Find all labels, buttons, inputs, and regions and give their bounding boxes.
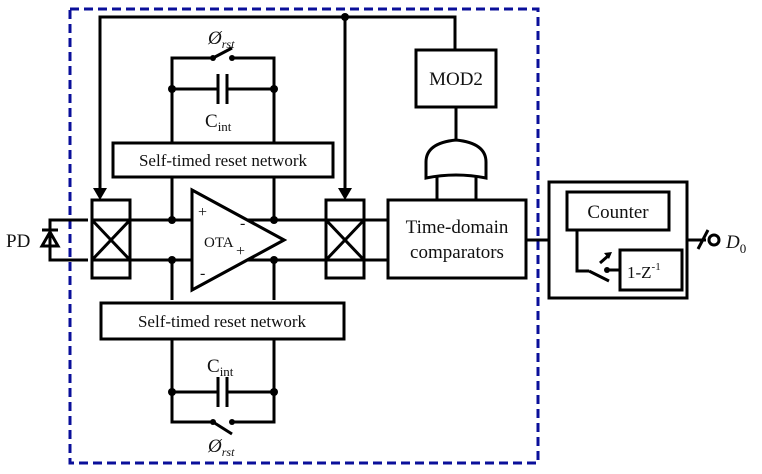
integrator-boundary — [68, 7, 540, 465]
svg-text:comparators: comparators — [410, 242, 504, 263]
differentiator-block — [618, 248, 684, 292]
svg-text:1-Z-1: 1-Z-1 — [627, 261, 661, 282]
feedback-wire — [93, 13, 457, 200]
svg-text:Ørst: Ørst — [207, 28, 235, 51]
sample-switch — [588, 269, 610, 283]
mod2-block — [414, 48, 498, 109]
svg-text:OTA: OTA — [204, 235, 234, 251]
arrow-down-icon — [338, 188, 352, 200]
svg-text:Cint: Cint — [207, 356, 234, 379]
time-domain-comparators — [386, 198, 528, 280]
svg-text:Self-timed reset network: Self-timed reset network — [139, 151, 308, 170]
svg-text:MOD2: MOD2 — [429, 69, 483, 90]
counter-block — [565, 190, 671, 232]
reset-switch-top — [212, 46, 233, 60]
output-chopper — [324, 198, 366, 280]
bottom-feedback: Self-timed reset network Cint Ørst — [99, 256, 346, 459]
ota: + - - + OTA — [190, 187, 345, 293]
svg-text:Ørst: Ørst — [207, 436, 235, 459]
svg-text:Counter: Counter — [587, 202, 649, 223]
and-gate — [424, 138, 488, 180]
svg-text:-: - — [240, 215, 245, 232]
svg-text:Time-domain: Time-domain — [406, 217, 509, 238]
bottom-reset-network — [99, 301, 346, 341]
photodiode: PD — [6, 218, 88, 262]
arrow-down-icon — [93, 188, 107, 200]
svg-text:+: + — [236, 243, 245, 260]
pd-label: PD — [6, 231, 30, 252]
output-terminal-icon — [707, 233, 721, 247]
input-chopper — [90, 198, 132, 280]
svg-text:+: + — [198, 204, 207, 221]
svg-text:Self-timed reset network: Self-timed reset network — [138, 312, 307, 331]
bus-slash-icon — [696, 229, 710, 250]
output-label: D0 — [725, 232, 746, 256]
top-feedback: Ørst Cint Self-timed reset network — [111, 28, 335, 224]
top-reset-network — [111, 141, 335, 179]
reset-switch-bottom — [212, 420, 233, 436]
svg-text:-: - — [200, 265, 205, 282]
svg-text:Cint: Cint — [205, 111, 232, 134]
